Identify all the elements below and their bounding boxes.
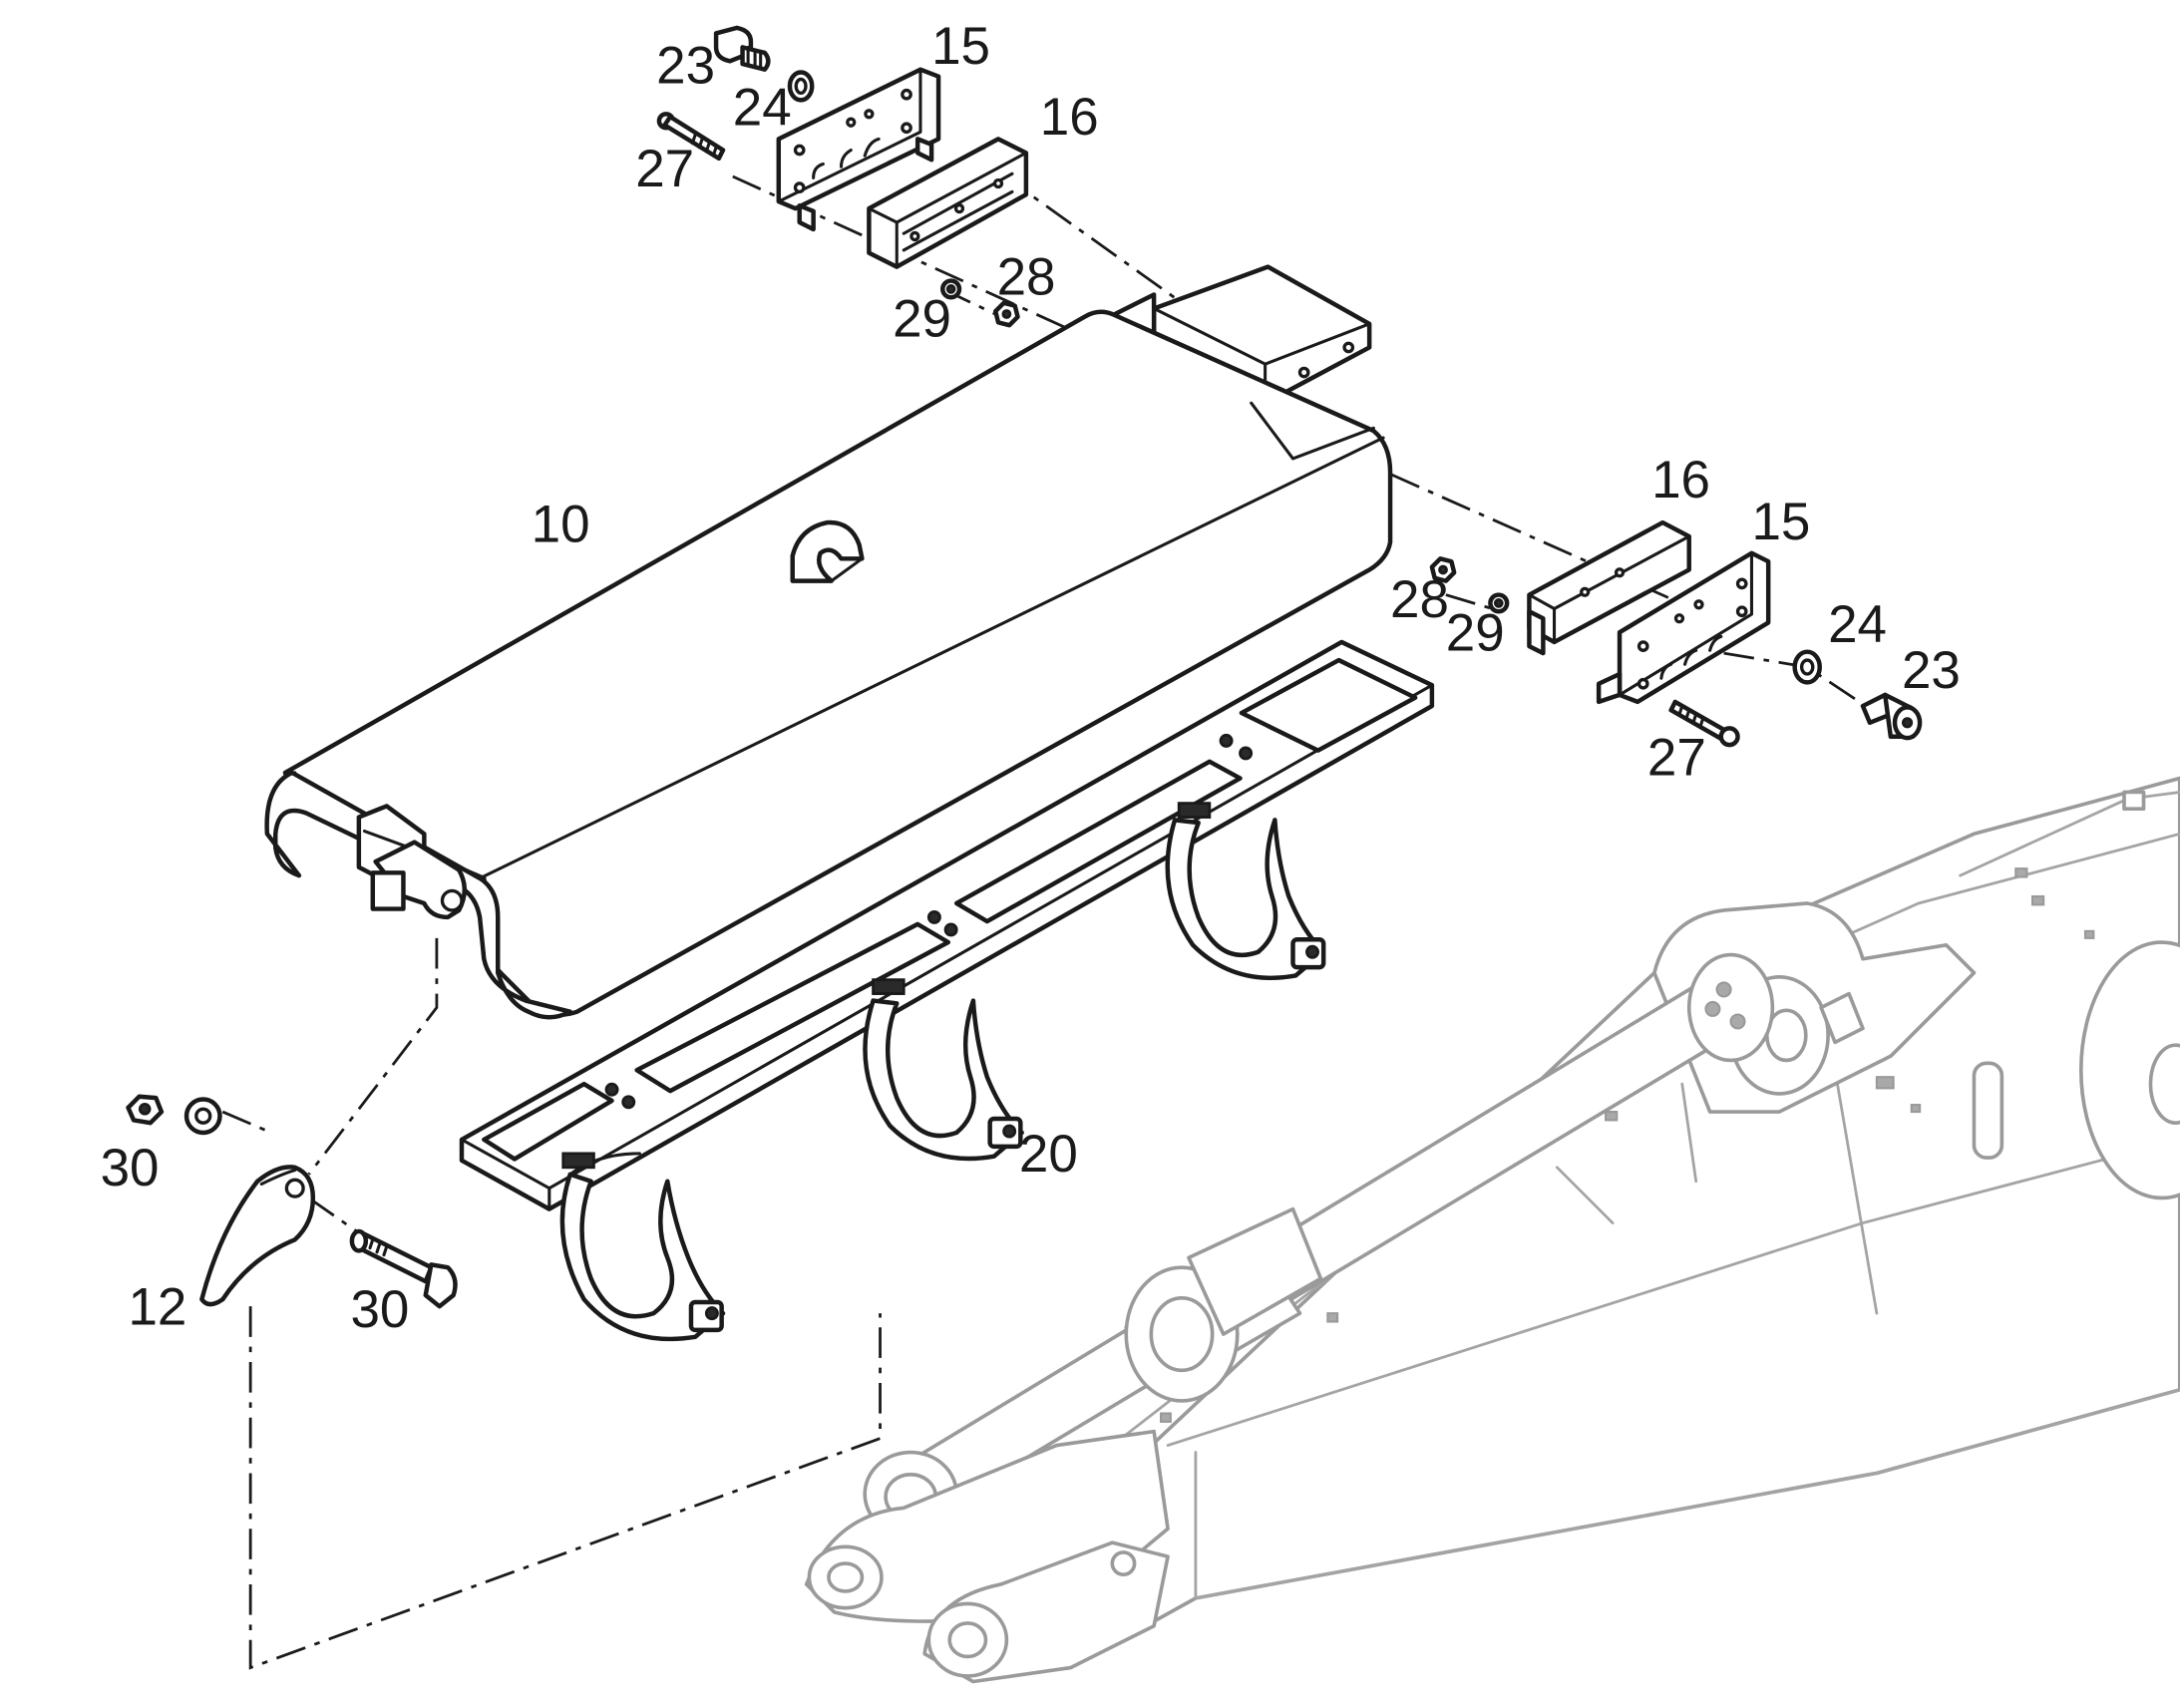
callout-15-upper: 15 (931, 17, 990, 76)
callout-27-upper: 27 (635, 140, 694, 198)
callout-labels: 23 24 15 16 27 28 29 10 16 15 28 29 24 2… (101, 17, 1961, 1339)
callout-27-right: 27 (1647, 729, 1706, 788)
callout-29-upper: 29 (893, 289, 951, 348)
callout-24-upper: 24 (733, 78, 792, 137)
callout-15-right: 15 (1751, 493, 1810, 551)
upper-mounting-hardware (656, 25, 1029, 328)
hinge-hardware (126, 1094, 458, 1309)
callout-29-right: 29 (1446, 603, 1505, 662)
part-10-guard-cover (264, 264, 1393, 1020)
callout-16-upper: 16 (1040, 88, 1099, 147)
callout-28-right: 28 (1390, 570, 1449, 629)
boom-assembly-background (804, 776, 2180, 1684)
callout-20: 20 (1019, 1125, 1078, 1184)
callout-10: 10 (532, 496, 590, 554)
part-20-clamp-frame (459, 639, 1435, 1342)
callout-23-right: 23 (1902, 641, 1961, 700)
callout-23-upper: 23 (656, 37, 715, 96)
callout-30-bolt: 30 (350, 1280, 409, 1339)
callout-24-right: 24 (1828, 595, 1887, 654)
right-mounting-hardware (1429, 519, 1923, 748)
callout-28-upper: 28 (997, 247, 1056, 306)
callout-16-right: 16 (1651, 451, 1710, 510)
callout-30-nut: 30 (101, 1139, 160, 1197)
callout-12: 12 (128, 1277, 186, 1336)
